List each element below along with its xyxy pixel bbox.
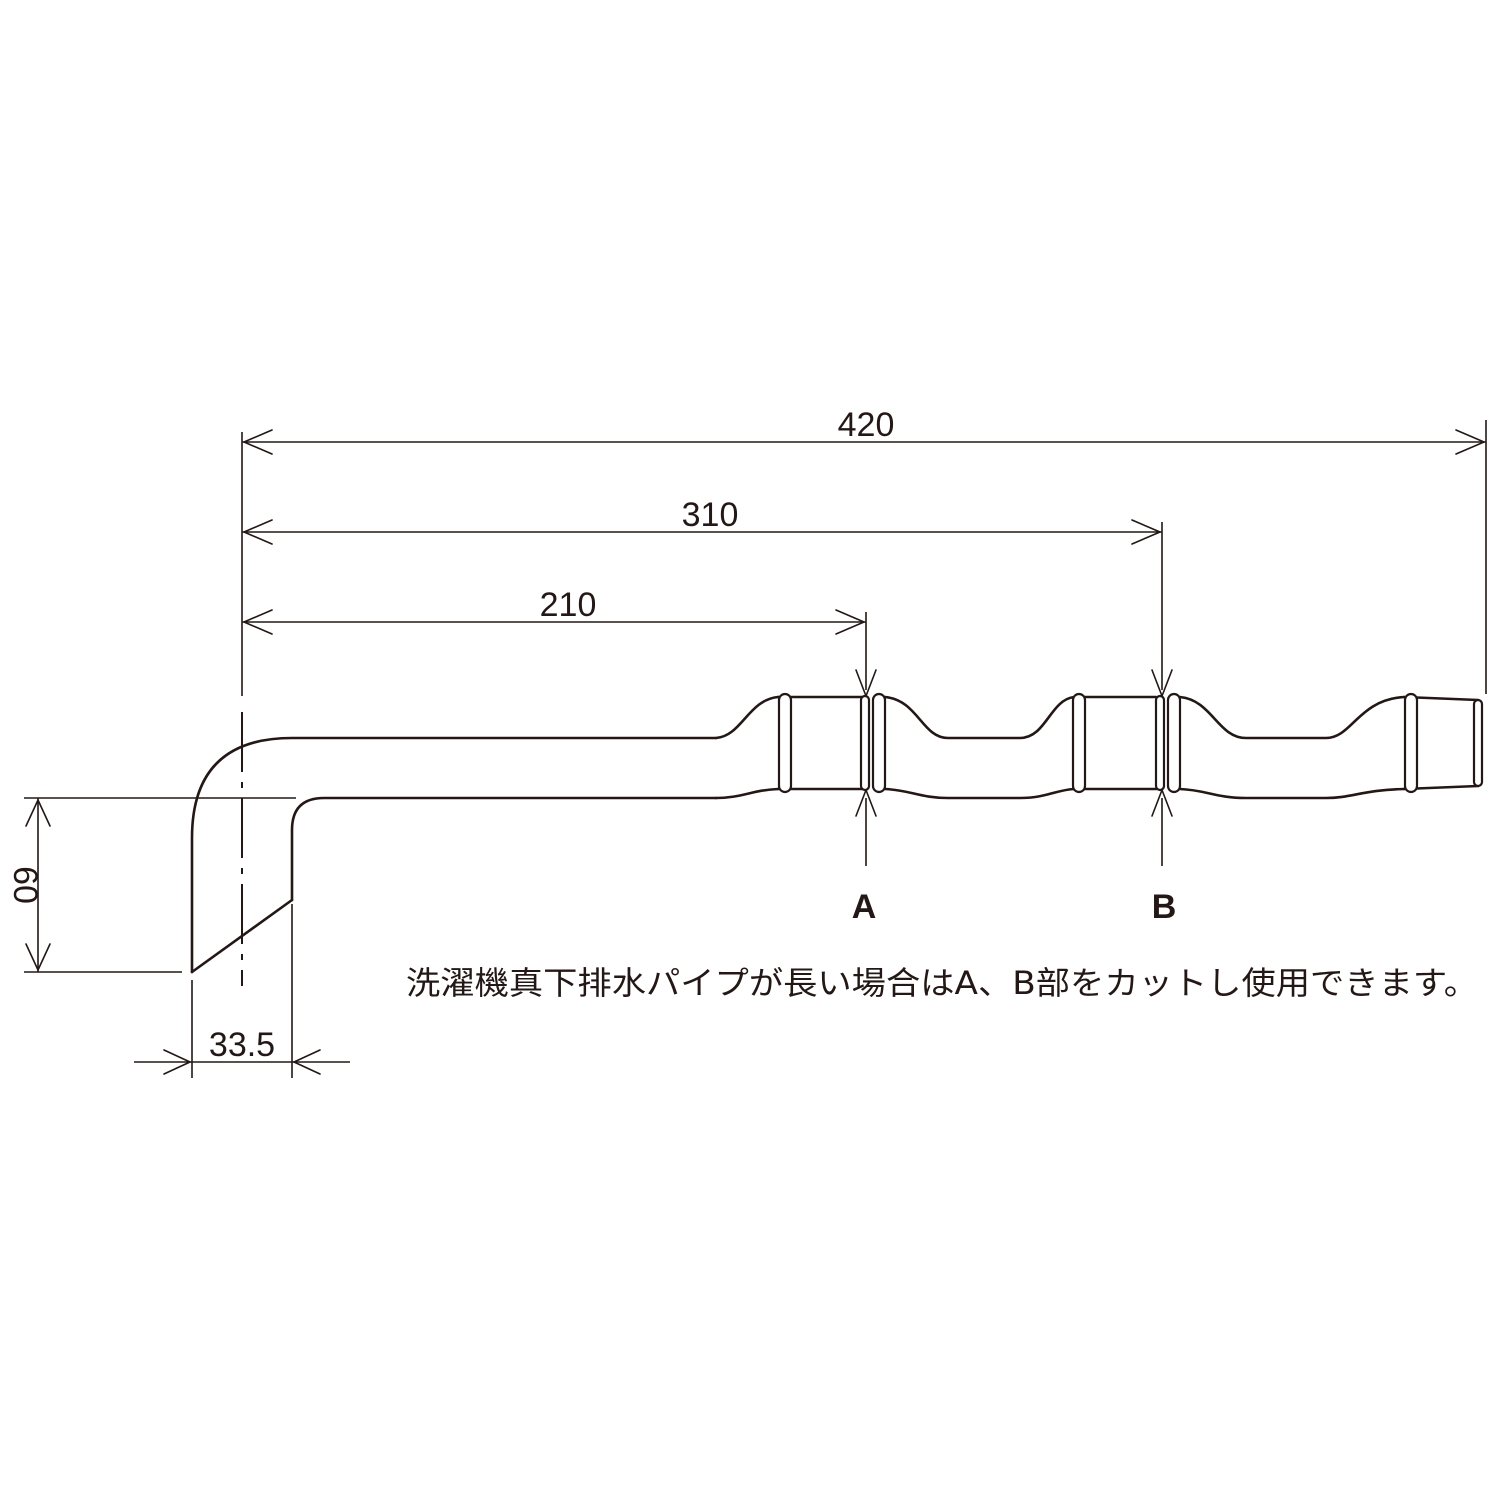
- pipe-waist-2-top: [1178, 695, 1406, 740]
- pipe-ring-2: [1071, 692, 1087, 794]
- drain-pipe: [190, 692, 1484, 974]
- dimension-label-60: 60: [6, 866, 44, 904]
- dimension-to-cut-b: 310: [242, 496, 1162, 545]
- pipe-ring-a-left: [859, 694, 871, 792]
- dimension-label-33-5: 33.5: [209, 1026, 275, 1064]
- pipe-ring-3: [1403, 692, 1419, 794]
- cut-marker-a: A: [852, 669, 877, 926]
- pipe-elbow-outer: [190, 736, 718, 974]
- pipe-waist-2-bottom: [1178, 787, 1406, 800]
- pipe-swell-1-top: [714, 695, 780, 740]
- pipe-ring-1: [777, 692, 793, 794]
- dimension-offset: 33.5: [134, 1026, 350, 1075]
- dimension-label-210: 210: [540, 586, 597, 624]
- cut-note: 洗濯機真下排水パイプが長い場合はA、B部をカットし使用できます。: [406, 964, 1478, 1002]
- dimension-height: 60: [6, 798, 51, 972]
- extension-lines: [24, 420, 1487, 1078]
- dimension-overall-length: 420: [242, 406, 1486, 455]
- cut-label-a: A: [852, 888, 877, 926]
- dimension-label-310: 310: [682, 496, 739, 534]
- cut-marker-b: B: [1151, 669, 1177, 926]
- pipe-ring-b-right: [1166, 692, 1182, 794]
- pipe-end-ring: [1472, 698, 1484, 788]
- dimension-label-420: 420: [838, 406, 895, 444]
- pipe-ring-b-left: [1154, 694, 1166, 792]
- pipe-waist-1-bottom: [883, 787, 1076, 800]
- pipe-ring-a-right: [871, 692, 887, 794]
- dimension-to-cut-a: 210: [242, 586, 866, 635]
- pipe-waist-1-top: [883, 695, 1076, 740]
- pipe-swell-1-bottom: [714, 787, 780, 800]
- cut-label-b: B: [1152, 888, 1177, 926]
- pipe-elbow-inner: [290, 796, 718, 902]
